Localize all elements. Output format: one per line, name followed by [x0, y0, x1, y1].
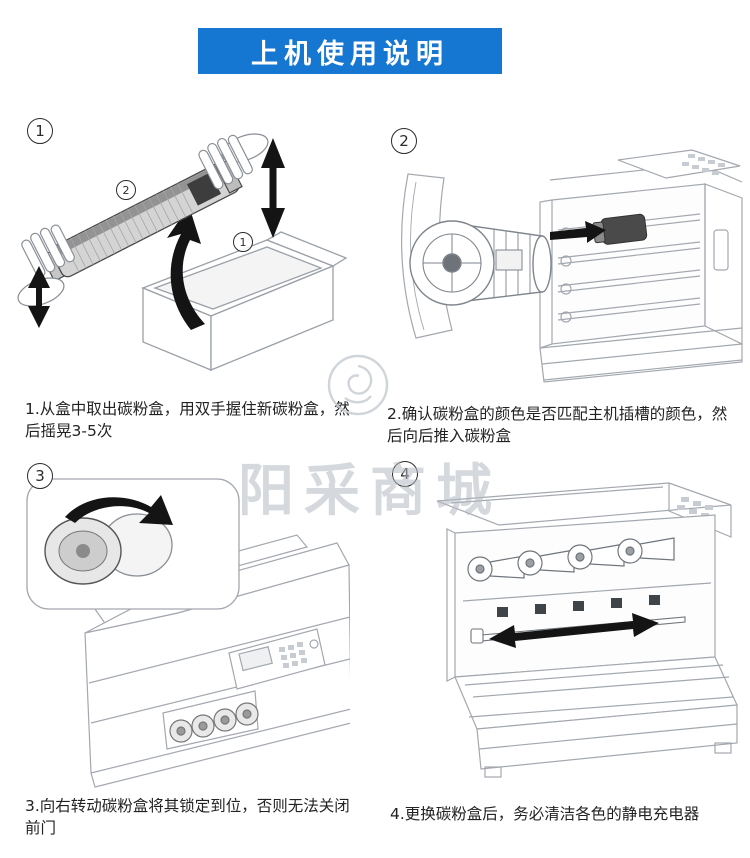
page-title: 上机使用说明	[198, 28, 502, 74]
right-hand-drawing	[198, 133, 269, 190]
rotate-arrow	[65, 495, 173, 525]
annotation-circle: 1	[233, 232, 253, 252]
step-4-number: 4	[392, 461, 418, 487]
charger-ports	[497, 595, 660, 617]
step-3: 3	[15, 455, 360, 840]
step-1: 1 2 1	[15, 110, 360, 450]
step-3-caption: 3.向右转动碳粉盒将其锁定到位，否则无法关闭前门	[25, 797, 350, 838]
step-3-illustration	[26, 478, 350, 788]
annotation-circle: 2	[116, 180, 136, 200]
step-1-number: 1	[27, 118, 53, 144]
push-arrow	[550, 221, 606, 243]
step-2: 2	[385, 120, 750, 450]
step-2-caption: 2.确认碳粉盒的颜色是否匹配主机插槽的颜色，然后向后推入碳粉盒	[387, 405, 728, 446]
step-4: 4	[380, 455, 750, 840]
zoom-callout	[26, 478, 240, 610]
step-1-illustration	[17, 133, 348, 371]
step-4-caption: 4.更换碳粉盒后，务必清洁各色的静电充电器	[390, 805, 700, 823]
shake-arrows	[28, 138, 285, 328]
step-4-illustration	[436, 482, 738, 778]
toner-cartridge-drawing	[409, 220, 552, 306]
step-1-caption: 1.从盒中取出碳粉盒，用双手握住新碳粉盒，然后摇晃3-5次	[25, 400, 350, 441]
step-2-number: 2	[391, 128, 417, 154]
step-2-illustration	[401, 149, 743, 383]
step-3-number: 3	[27, 463, 53, 489]
toner-cylinders	[467, 537, 675, 582]
toner-slot-circles	[169, 702, 259, 743]
clean-arrow	[489, 613, 659, 648]
